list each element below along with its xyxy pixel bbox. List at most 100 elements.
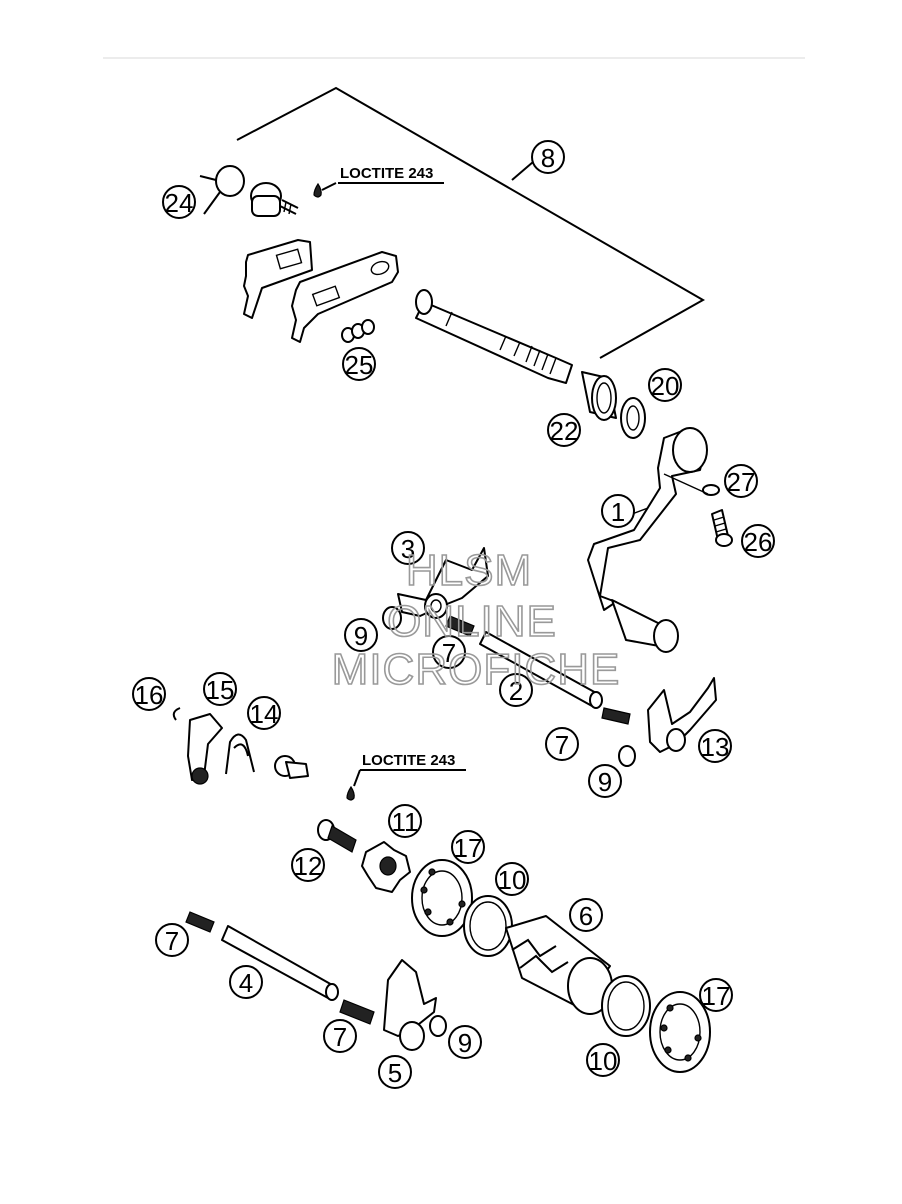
callout-4-label: 4 [239,968,253,998]
loctite-label-upper: LOCTITE 243 [340,165,433,182]
callout-4: 4 [229,965,263,999]
callout-11: 11 [388,804,422,838]
callout-10-lower: 10 [586,1043,620,1077]
callout-10-upper-label: 10 [498,865,527,895]
callout-2-label: 2 [509,676,523,706]
callout-25: 25 [342,347,376,381]
callout-7-right: 7 [545,727,579,761]
threaded-pin-part [250,182,299,217]
callout-14: 14 [247,696,281,730]
callout-1-label: 1 [611,497,625,527]
callout-7-upper: 7 [432,635,466,669]
screw-12-part [317,819,357,853]
spring-14-part [225,733,255,775]
callout-9-right-label: 9 [598,767,612,797]
shift-shaft-part [415,289,573,384]
loctite-note-upper: LOCTITE 243 [321,165,444,191]
callout-17-lower-label: 17 [702,981,731,1011]
callout-20-label: 20 [651,371,680,401]
shift-plate-large [291,251,399,343]
shift-fork-3-part [397,547,489,619]
shift-plate-small [243,239,313,319]
callout-13-label: 13 [701,732,730,762]
callout-12-label: 12 [294,851,323,881]
callout-7-right-label: 7 [555,730,569,760]
callout-26: 26 [741,524,775,558]
callout-26-label: 26 [744,527,773,557]
callout-9-upper: 9 [344,618,378,652]
spring-7-right-part [601,707,631,725]
callout-3: 3 [391,531,425,565]
callout-3-label: 3 [401,534,415,564]
callout-7-lower-right: 7 [323,1019,357,1053]
circlip-spring-part [199,165,245,215]
callout-12: 12 [291,848,325,882]
callout-20: 20 [648,368,682,402]
callout-7-lower-right-label: 7 [333,1022,347,1052]
washer-stack-part [341,319,375,343]
callout-22-label: 22 [550,416,579,446]
washer-27-part [702,484,720,496]
shim-10-lower-part [601,975,651,1037]
callout-9-lower: 9 [448,1025,482,1059]
locking-lever-15-part [187,713,223,785]
roller-9-lower-part [429,1015,447,1037]
roller-9-right-part [618,745,636,767]
callout-17-lower: 17 [699,978,733,1012]
spring-7-upper-part [445,615,475,637]
callout-11-label: 11 [392,807,419,837]
callout-24: 24 [162,185,196,219]
shim-10-upper-part [463,895,513,957]
callout-7-upper-label: 7 [442,638,456,668]
callout-6: 6 [569,898,603,932]
callout-5-label: 5 [388,1058,402,1088]
shift-star-11-part [361,841,411,893]
shift-drum-6-part [505,915,613,1015]
callout-7-lower-left: 7 [155,923,189,957]
fork-rod-2-part [479,631,603,709]
callout-10-lower-label: 10 [589,1046,618,1076]
watermark-line-2: ONLINE [387,597,557,646]
rod-4-part [221,925,339,1001]
callout-10-upper: 10 [495,862,529,896]
shift-fork-5-part [383,959,437,1051]
roller-9-upper-part [382,606,402,630]
bolt-26-part [711,509,733,547]
callout-8: 8 [531,140,565,174]
callout-15: 15 [203,672,237,706]
callout-7-lower-left-label: 7 [165,926,179,956]
watermark-line-1: HLSM [406,546,532,595]
bushing-part [581,371,617,421]
bearing-17-upper-part [411,859,473,937]
pin-bolt-part [274,755,309,779]
callout-8-label: 8 [541,143,555,173]
watermark: HLSM ONLINE MICROFICHE [331,545,621,695]
shift-fork-13-part [647,677,717,753]
watermark-line-3: MICROFICHE [332,645,621,694]
callout-24-label: 24 [165,188,194,218]
callout-9-upper-label: 9 [354,621,368,651]
loctite-drop-lower [346,785,355,801]
callout-9-right: 9 [588,764,622,798]
callout-9-lower-label: 9 [458,1028,472,1058]
callout-2: 2 [499,673,533,707]
callout-25-label: 25 [345,350,374,380]
callout-14-label: 14 [250,699,279,729]
bearing-17-lower-part [649,991,711,1073]
callout-1: 1 [601,494,635,528]
callout-15-label: 15 [206,675,235,705]
shift-lever-part [587,427,708,653]
callout-17-upper-label: 17 [454,833,483,863]
callout-17-upper: 17 [451,830,485,864]
callout-16-label: 16 [135,680,164,710]
seal-ring-part [620,397,646,439]
callout-6-label: 6 [579,901,593,931]
callout-22: 22 [547,413,581,447]
callout-27-label: 27 [727,467,756,497]
callout-16: 16 [132,677,166,711]
assembly-bracket [236,86,706,359]
callout-27: 27 [724,464,758,498]
callout-5: 5 [378,1055,412,1089]
spring-7-lower-right-part [339,999,375,1025]
